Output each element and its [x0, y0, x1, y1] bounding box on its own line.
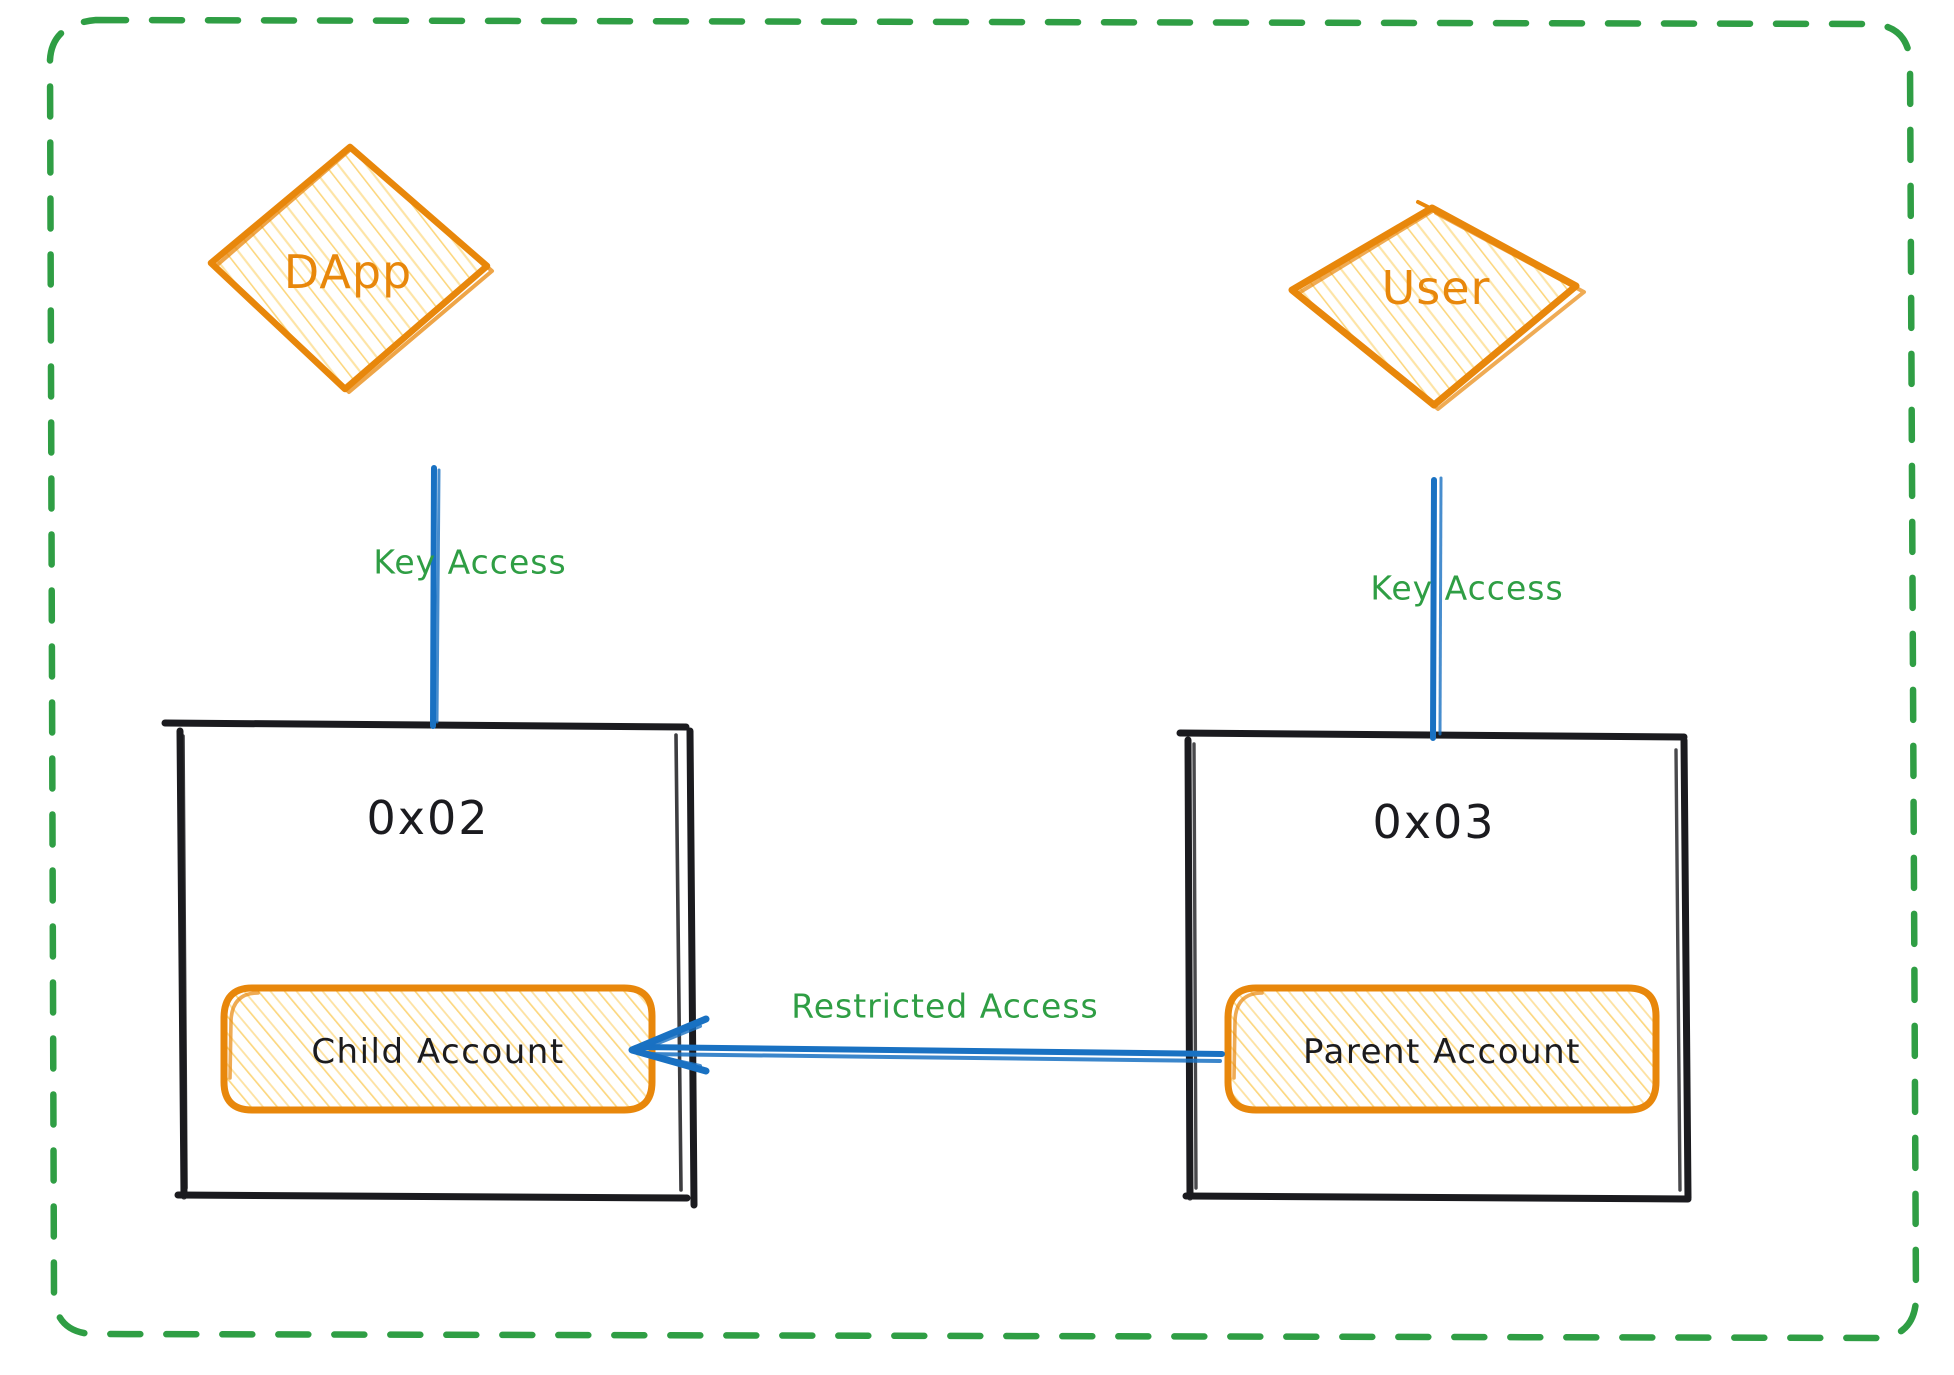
edge-user-to-0x03	[1430, 476, 1443, 741]
dapp-node[interactable]	[207, 143, 494, 394]
edge-dapp-to-0x02	[430, 465, 441, 729]
child-account-pill[interactable]	[220, 984, 656, 1114]
parent-account-pill[interactable]	[1224, 984, 1660, 1114]
outer-dashed-container	[46, 16, 1920, 1342]
user-node[interactable]	[1288, 200, 1586, 411]
account-0x03-box[interactable]	[1176, 729, 1692, 1203]
account-0x02-box[interactable]	[161, 719, 698, 1209]
edge-parent-to-child	[628, 1015, 1225, 1075]
